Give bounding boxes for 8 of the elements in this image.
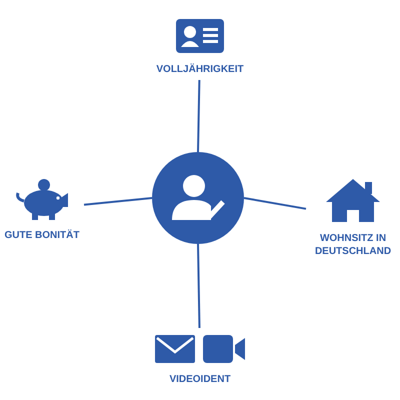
- connector-line: [244, 197, 306, 210]
- category-label: WOHNSITZ IN DEUTSCHLAND: [314, 232, 392, 258]
- connector-line: [84, 197, 152, 206]
- category-label: VIDEOIDENT: [169, 372, 231, 386]
- connector-line: [197, 80, 200, 152]
- category-label: GUTE BONITÄT: [4, 228, 80, 242]
- category-label: VOLLJÄHRIGKEIT: [156, 62, 244, 76]
- connector-line: [197, 244, 200, 328]
